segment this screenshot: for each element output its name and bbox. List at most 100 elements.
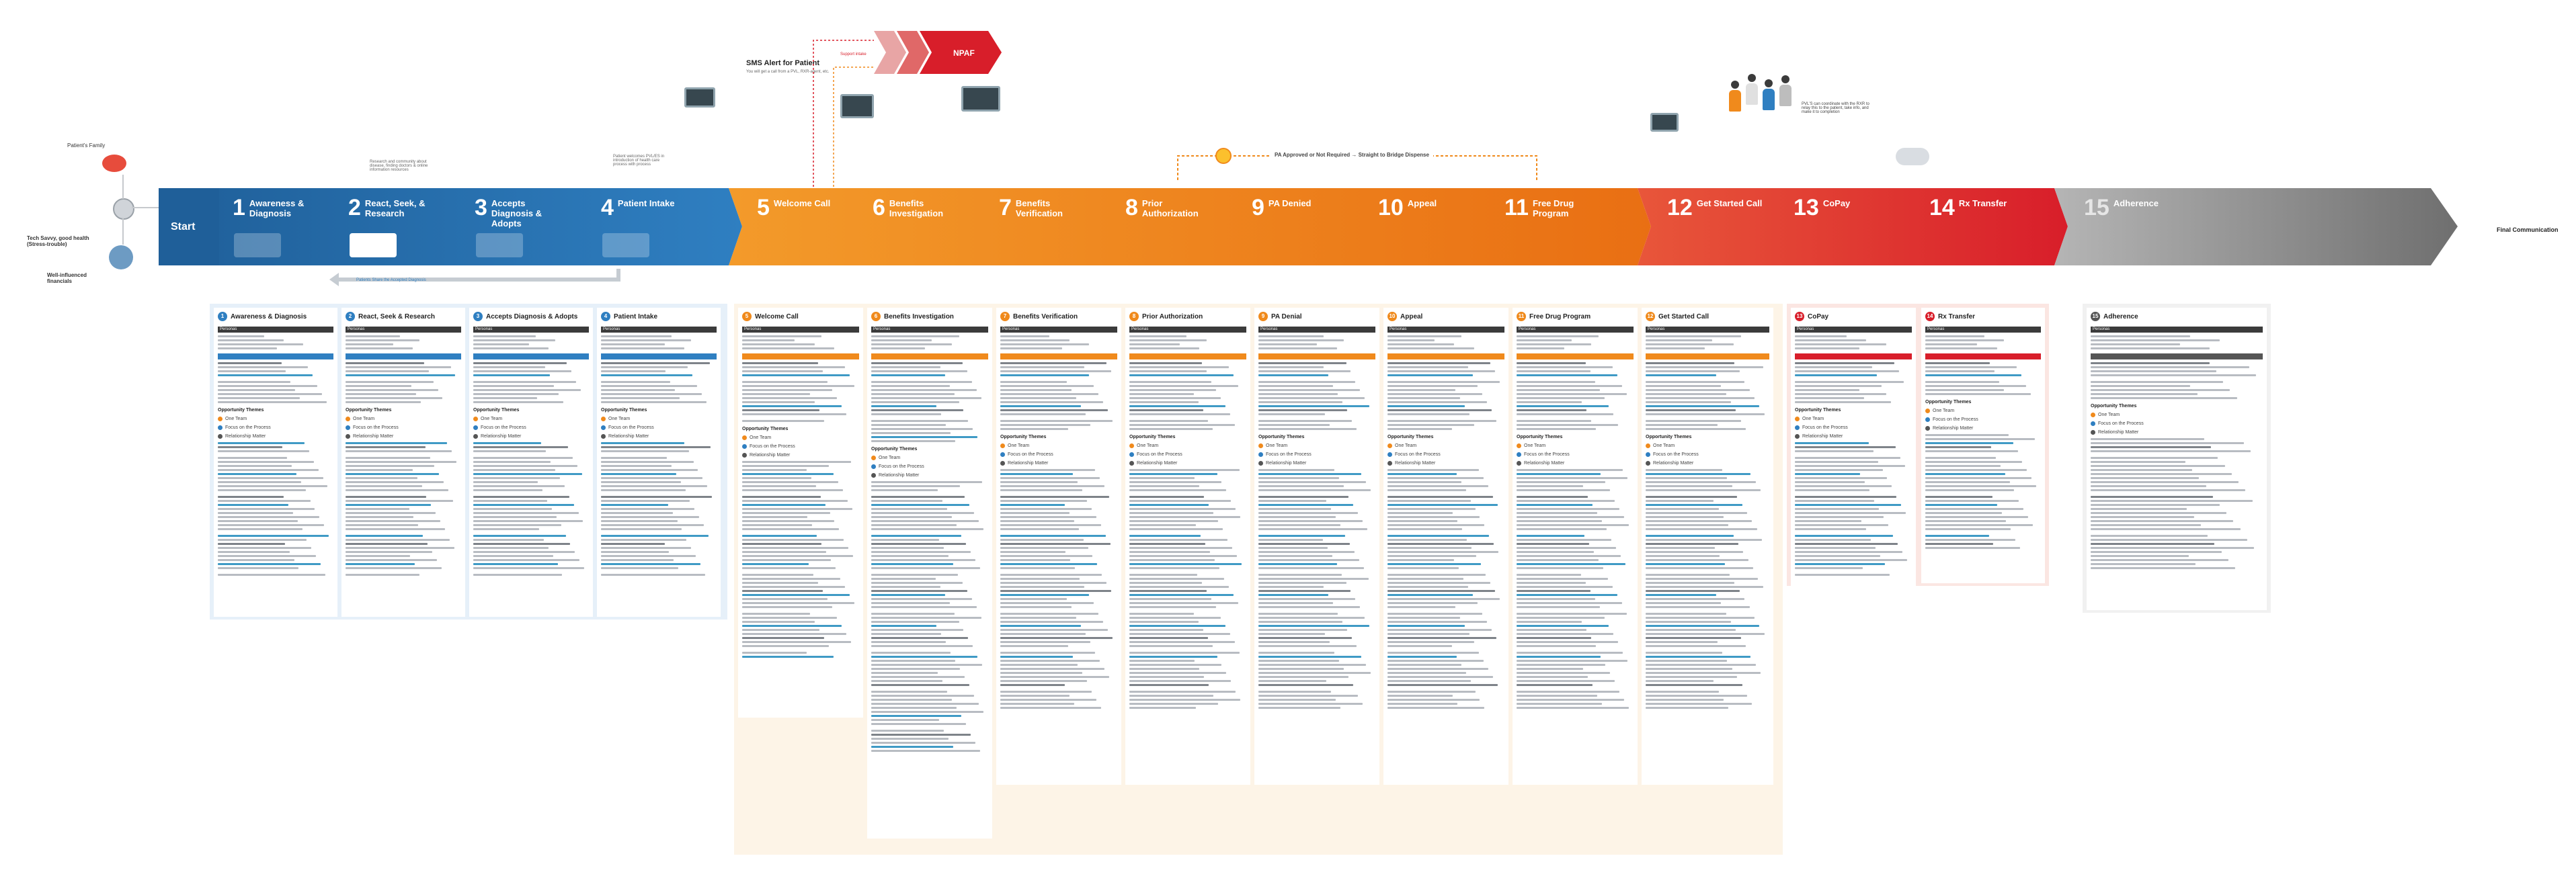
text-line (1387, 473, 1457, 475)
card-number-badge: 14 (1925, 312, 1935, 321)
text-line (1387, 555, 1477, 557)
text-line (2091, 477, 2200, 479)
text-line (1258, 590, 1351, 592)
legend-label: Relationship Matter (879, 473, 920, 478)
dot-icon (218, 417, 223, 421)
stage-final-communication[interactable]: Final Communication (2485, 188, 2565, 265)
text-line (218, 574, 325, 576)
text-line (871, 539, 939, 541)
dot-icon (473, 425, 478, 430)
legend-focus-process: Focus on the Process (473, 425, 589, 431)
text-line (1000, 633, 1086, 635)
dot-icon (1000, 443, 1005, 448)
text-line (1387, 594, 1474, 596)
card-number-badge: 10 (1387, 312, 1397, 321)
text-line (473, 335, 536, 337)
text-line (601, 381, 671, 383)
legend-label: One Team (353, 417, 375, 421)
text-line (1925, 450, 2018, 452)
text-line (601, 397, 680, 399)
text-line (1387, 656, 1457, 658)
text-line (1646, 420, 1741, 422)
dot-icon (742, 453, 747, 458)
text-line (1000, 343, 1090, 345)
text-line (1258, 703, 1363, 705)
text-line (218, 559, 294, 561)
section-bar (473, 353, 589, 359)
text-line (742, 339, 795, 341)
text-line (346, 485, 422, 487)
text-line (218, 335, 264, 337)
legend-one-team: One Team (1517, 443, 1634, 449)
text-line (1258, 555, 1332, 557)
text-line (1129, 397, 1221, 399)
text-line (1646, 539, 1762, 541)
personas-header: Personas (601, 327, 717, 333)
text-line (346, 543, 428, 545)
text-line (473, 450, 547, 452)
text-line (1517, 405, 1609, 407)
text-line (473, 551, 575, 553)
text-line (601, 401, 707, 403)
opportunity-themes-label: Opportunity Themes (473, 408, 520, 413)
text-line (1000, 485, 1104, 487)
dot-icon (601, 425, 606, 430)
section-bar (1000, 353, 1117, 359)
text-line (218, 385, 317, 387)
text-line (2091, 469, 2193, 471)
stage-start[interactable]: Start (159, 188, 219, 265)
text-line (601, 393, 702, 395)
text-line (1387, 335, 1461, 337)
return-arrow-label: Patients Share the Accepted Diagnosis (356, 278, 426, 282)
legend-label: Relationship Matter (2098, 430, 2139, 435)
card-number-badge: 11 (1517, 312, 1526, 321)
text-line (1795, 446, 1896, 448)
legend-label: One Team (1266, 443, 1288, 448)
opportunity-themes-label: Opportunity Themes (2091, 404, 2137, 409)
text-line (742, 613, 810, 615)
text-line (1129, 424, 1235, 426)
text-line (2091, 343, 2181, 345)
text-line (218, 547, 312, 549)
text-line (1258, 652, 1335, 654)
stage-title: Patient Intake (617, 198, 675, 208)
personas-header: Personas (473, 327, 589, 333)
text-line (1795, 555, 1881, 557)
text-line (218, 442, 305, 444)
text-line (1258, 343, 1317, 345)
text-line (1258, 512, 1358, 514)
text-line (218, 496, 284, 498)
text-line (1129, 617, 1221, 619)
text-line (1387, 691, 1476, 693)
text-line (1795, 473, 1861, 475)
text-line (2091, 504, 2220, 506)
text-line (1517, 409, 1587, 411)
text-line (1795, 385, 1882, 387)
text-line (1646, 703, 1753, 705)
text-line (1517, 381, 1595, 383)
legend-relationship: Relationship Matter (742, 452, 859, 458)
text-line (346, 489, 449, 491)
text-line (1129, 393, 1194, 395)
text-line (601, 563, 700, 565)
card-number-badge: 12 (1646, 312, 1655, 321)
text-line (2091, 370, 2216, 372)
text-line (1646, 381, 1745, 383)
text-line (218, 450, 309, 452)
card-number-badge: 15 (2091, 312, 2100, 321)
